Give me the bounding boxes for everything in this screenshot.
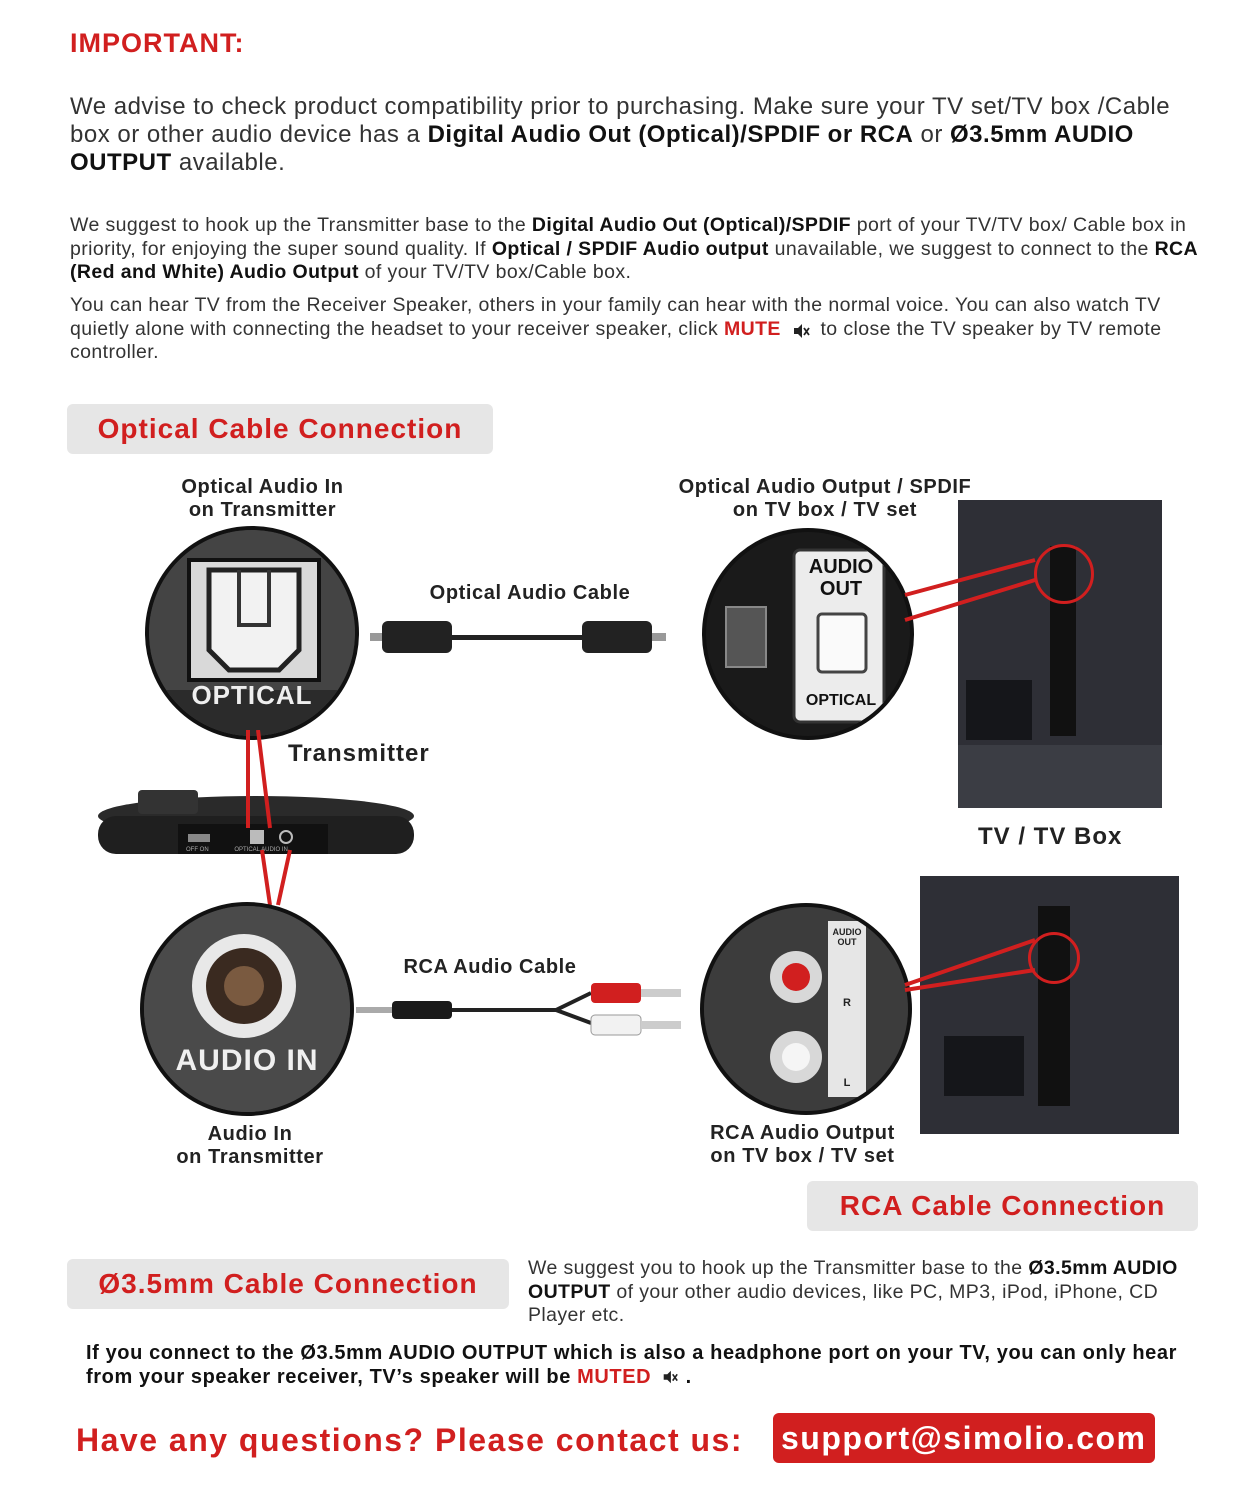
rca-l-text: L [843, 1077, 851, 1089]
note-text-2: . [679, 1366, 692, 1388]
audio-in-closeup: AUDIO IN [140, 902, 354, 1116]
audio-in-jack-icon [144, 906, 350, 1112]
receiver-usage-text: You can hear TV from the Receiver Speake… [70, 294, 1200, 365]
audio-in-port-text: AUDIO IN [175, 1044, 319, 1077]
transmitter-device-image [98, 790, 414, 854]
suggest-bold-3: RCA (Red and White) Audio Output [70, 237, 1198, 284]
suggest-bold-2: Optical / SPDIF Audio output [491, 237, 769, 260]
suggest-text-4: of your TV/TV box/Cable box. [358, 261, 632, 283]
mute-word: MUTE [723, 317, 781, 340]
transmitter-off-label: OFF [186, 847, 198, 853]
suggest-text-1: We suggest to hook up the Transmitter ba… [70, 214, 532, 236]
important-heading: IMPORTANT: [70, 28, 245, 58]
advice-bold-1: Digital Audio Out (Optical)/SPDIF or RCA [427, 121, 914, 148]
advice-text-3: available. [171, 149, 286, 176]
tv-port-box [966, 680, 1032, 740]
transmitter-on-label: ON [199, 847, 209, 853]
highlight-connector-top [904, 558, 1036, 622]
transmitter-panel-text: OFF ON OPTICAL AUDIO IN [186, 847, 306, 853]
optical-priority-suggestion: We suggest to hook up the Transmitter ba… [70, 214, 1200, 285]
muted-word: MUTED [577, 1366, 652, 1388]
mm-section-title: Ø3.5mm Cable Connection [67, 1259, 509, 1309]
advice-text-1: We advise to check product compatibility… [70, 93, 1171, 148]
optical-port-text: OPTICAL [191, 680, 313, 710]
optical-out-closeup: AUDIO OUT OPTICAL [702, 528, 914, 740]
mute-icon [664, 1370, 679, 1384]
mm-text-2: of your other audio devices, like PC, MP… [528, 1280, 1159, 1327]
rca-r-text: R [843, 997, 851, 1009]
optical-in-label-line1: Optical Audio In [181, 476, 344, 498]
tv-port-box-bottom [944, 1036, 1024, 1096]
optical-out-label-line2: on TV box / TV set [732, 499, 918, 521]
transmitter-connector-lines [246, 730, 292, 906]
advice-bold-2: Ø3.5mm AUDIO OUTPUT [70, 121, 1134, 176]
rca-out-label-line1: RCA Audio Output [710, 1122, 895, 1144]
compatibility-advice: We advise to check product compatibility… [70, 93, 1200, 177]
rca-section-title: RCA Cable Connection [807, 1181, 1198, 1231]
rca-cable-label: RCA Audio Cable [403, 956, 577, 978]
tv-highlight-circle-bottom [1028, 932, 1080, 984]
rca-audio-out-text: AUDIO OUT [828, 927, 866, 947]
rca-out-label: RCA Audio Output on TV box / TV set [690, 1122, 915, 1168]
tv-port-text-out: OUT [819, 578, 863, 600]
headphone-port-note: If you connect to the Ø3.5mm AUDIO OUTPU… [86, 1341, 1216, 1389]
tv-port-text-audio: AUDIO [808, 556, 874, 578]
tv-back-image-bottom [920, 876, 1179, 1134]
audio-in-label-line2: on Transmitter [176, 1146, 324, 1168]
audio-in-label: Audio In on Transmitter [140, 1123, 360, 1169]
mm-text-1: We suggest you to hook up the Transmitte… [528, 1257, 1029, 1279]
contact-question: Have any questions? Please contact us: [76, 1422, 743, 1458]
advice-text-2: or [913, 121, 951, 148]
tv-back-image-top [958, 500, 1162, 808]
mute-icon [793, 323, 810, 338]
tv-bottom [958, 745, 1162, 808]
optical-cable-image [370, 621, 666, 653]
transmitter-label: Transmitter [288, 740, 430, 767]
support-email-link[interactable]: support@simolio.com [773, 1413, 1155, 1463]
hear-text-1: You can hear TV from the Receiver Speake… [70, 294, 1161, 340]
optical-out-label: Optical Audio Output / SPDIF on TV box /… [640, 476, 1010, 522]
tv-port-audio-out-text: AUDIO OUT [802, 556, 880, 600]
suggest-text-2: port of your TV/TV box/ Cable box in pri… [70, 214, 1187, 260]
audio-in-label-line1: Audio In [207, 1123, 293, 1145]
mm-section-text: We suggest you to hook up the Transmitte… [528, 1257, 1198, 1328]
tv-highlight-circle-top [1034, 544, 1094, 604]
transmitter-optical-label: OPTICAL [234, 847, 260, 853]
mm-bold-1: Ø3.5mm AUDIO OUTPUT [528, 1257, 1178, 1303]
suggest-text-3: unavailable, we suggest to connect to th… [768, 237, 1155, 260]
transmitter-audioin-label: AUDIO IN [261, 847, 288, 853]
optical-in-closeup: OPTICAL [145, 526, 359, 740]
rca-audio-text: AUDIO [832, 927, 862, 937]
rca-jack-icon [704, 907, 908, 1111]
rca-out-text: OUT [837, 937, 857, 947]
optical-cable-label: Optical Audio Cable [429, 582, 631, 604]
optical-in-label: Optical Audio In on Transmitter [150, 476, 375, 522]
optical-in-label-line2: on Transmitter [188, 499, 337, 521]
hear-text-2: to close the TV speaker by TV remote con… [70, 317, 1162, 364]
rca-cable-image [356, 983, 681, 1036]
tv-port-optical-text: OPTICAL [805, 692, 877, 709]
note-text-1: If you connect to the Ø3.5mm AUDIO OUTPU… [86, 1342, 1177, 1388]
suggest-bold-1: Digital Audio Out (Optical)/SPDIF [531, 214, 851, 236]
tv-label: TV / TV Box [978, 823, 1123, 850]
highlight-connector-bottom [904, 938, 1036, 992]
optical-section-title: Optical Cable Connection [67, 404, 493, 454]
optical-out-label-line1: Optical Audio Output / SPDIF [678, 476, 972, 498]
tv-optical-port-image [706, 532, 910, 736]
rca-out-label-line2: on TV box / TV set [710, 1145, 895, 1167]
rca-out-closeup: AUDIO OUT R L [700, 903, 912, 1115]
